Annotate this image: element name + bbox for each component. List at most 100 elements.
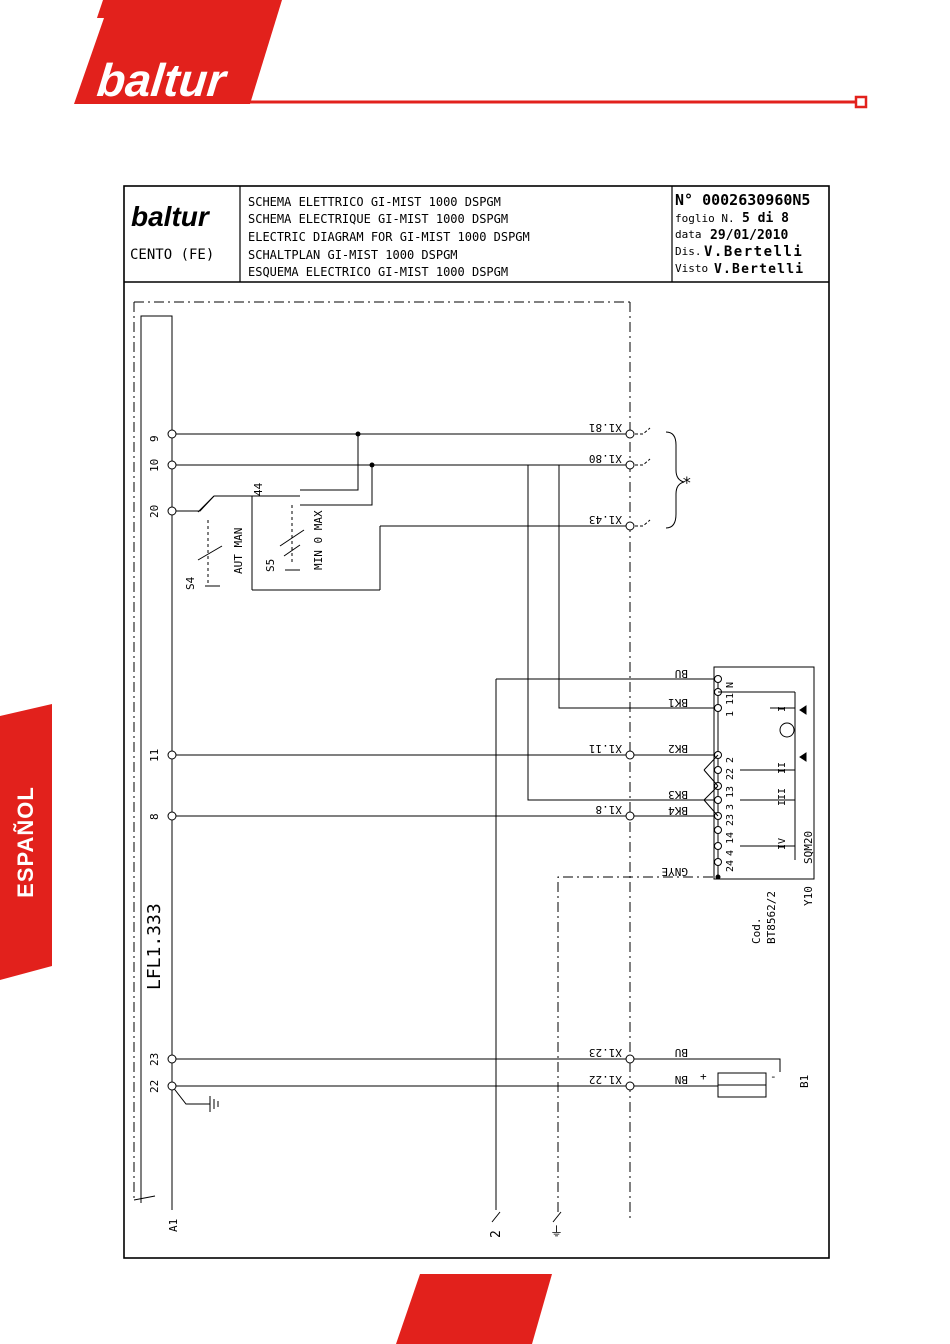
bus-ground-label: ⏚ <box>550 1225 563 1240</box>
title-block-logo: baltur <box>131 201 211 232</box>
node-44: 44 <box>252 482 265 496</box>
title-line-en: ELECTRIC DIAGRAM FOR GI-MIST 1000 DSPGM <box>248 230 530 244</box>
servo-terminal <box>714 675 722 683</box>
wire-label-bk4: BK4 <box>668 804 688 817</box>
terminal-x1-8 <box>625 811 635 821</box>
s4-blade <box>197 495 215 513</box>
title-block-location: CENTO (FE) <box>130 247 214 263</box>
servo-cam-ii: II <box>777 762 788 774</box>
side-tab-background <box>0 704 52 980</box>
x1-label-23: X1.23 <box>589 1046 622 1059</box>
wire-20 <box>172 495 215 512</box>
servo-pin-4-14: 4 14 <box>725 832 736 856</box>
x1-label-11: X1.11 <box>589 742 622 755</box>
wire-bk1 <box>558 465 718 709</box>
terminal-x1-11 <box>625 750 635 760</box>
switch-s4-ref: S4 <box>184 576 197 590</box>
terminal-x1-81 <box>625 429 635 439</box>
sheet-value: 5 di 8 <box>742 211 789 226</box>
terminal-10 <box>167 460 177 470</box>
terminal-circles <box>167 429 635 1091</box>
servo-pin-2: 2 <box>725 757 736 763</box>
schematic <box>133 301 815 1223</box>
bottom-tab <box>396 1274 552 1344</box>
sensor-ref: B1 <box>798 1075 811 1088</box>
bus-2-tick <box>491 1211 501 1223</box>
servo-terminal <box>714 704 722 712</box>
servo-pin-23: 23 <box>725 814 736 826</box>
servomotor-frame <box>713 666 815 880</box>
servo-cam-i: I <box>777 706 788 712</box>
bus-ground-tick <box>552 1211 562 1223</box>
title-line-de: SCHALTPLAN GI-MIST 1000 DSPGM <box>248 248 458 262</box>
switch-s4-label: AUT MAN <box>232 528 245 574</box>
controller-model: LFL1.333 <box>144 903 165 990</box>
terminal-23 <box>167 1054 177 1064</box>
title-line-es: ESQUEMA ELECTRICO GI-MIST 1000 DSPGM <box>248 265 508 279</box>
drawn-label: Dis. <box>675 245 702 258</box>
wire-label-bk2: BK2 <box>668 742 688 755</box>
servo-cam-iii: III <box>777 788 788 806</box>
side-language-tab-label: ESPAÑOL <box>13 786 38 898</box>
schematic-labels: 9 10 20 11 8 23 22 LFL1.333 A1 X1.81 X1.… <box>144 421 815 1240</box>
date-value: 29/01/2010 <box>710 228 788 243</box>
wire-gnye <box>557 876 718 1212</box>
terminal-label-8: 8 <box>148 813 161 820</box>
wire-label-bk1: BK1 <box>668 696 688 709</box>
wire-22-ground <box>171 1085 210 1105</box>
title-block: baltur CENTO (FE) SCHEMA ELETTRICO GI-MI… <box>130 191 810 279</box>
checked-label: Visto <box>675 262 708 275</box>
terminal-label-10: 10 <box>148 459 161 472</box>
servo-code: BT8562/2 <box>765 891 778 944</box>
wire-label-bk3: BK3 <box>668 788 688 801</box>
servo-terminal <box>714 766 722 774</box>
logo-text: baltur <box>95 54 231 106</box>
servo-motor-symbol <box>779 722 795 738</box>
servo-pin-24: 24 <box>725 860 736 872</box>
junction-dot <box>369 462 375 468</box>
drawing-frame <box>123 185 830 1259</box>
checked-value: V.Bertelli <box>714 262 804 277</box>
controller-ref: A1 <box>167 1219 180 1232</box>
side-language-tab[interactable]: ESPAÑOL <box>0 704 52 980</box>
bracket-brace <box>665 431 685 529</box>
switch-s5-ref: S5 <box>264 559 277 572</box>
switch-s5-label: MIN 0 MAX <box>312 510 325 570</box>
bracket-asterisk: * <box>682 473 692 492</box>
terminal-8 <box>167 811 177 821</box>
s5-actuator-b <box>283 544 301 557</box>
ext-switch-43 <box>630 519 651 527</box>
cam-ii-arrow <box>799 752 807 762</box>
title-line-it: SCHEMA ELETTRICO GI-MIST 1000 DSPGM <box>248 195 501 209</box>
page-header: baltur <box>66 0 868 109</box>
wire-label-sensor-bn: BN <box>675 1073 688 1086</box>
servo-pin-3-13: 3 13 <box>725 786 736 810</box>
sensor-minus: - <box>770 1070 777 1083</box>
servo-terminal <box>714 796 722 804</box>
date-label: data <box>675 228 702 241</box>
terminal-9 <box>167 429 177 439</box>
header-rule-end-marker <box>854 95 868 109</box>
controller-dash-foot <box>133 1195 156 1201</box>
terminal-x1-43 <box>625 521 635 531</box>
s5-actuator-a <box>279 529 305 547</box>
junction-dots <box>355 431 721 880</box>
terminal-x1-22 <box>625 1081 635 1091</box>
servo-cam-iv: IV <box>777 838 788 850</box>
s4-actuator <box>197 545 223 561</box>
x1-label-22: X1.22 <box>589 1073 622 1086</box>
ext-switch-81 <box>630 427 651 435</box>
servo-crossover <box>703 754 719 817</box>
servo-pin-22: 22 <box>725 768 736 780</box>
servo-terminal <box>714 826 722 834</box>
x1-label-81: X1.81 <box>589 421 622 434</box>
terminal-x1-80 <box>625 460 635 470</box>
terminal-label-20: 20 <box>148 505 161 518</box>
controller-body <box>140 315 173 1210</box>
terminal-label-22: 22 <box>148 1080 161 1093</box>
sensor-plus: + <box>700 1070 707 1083</box>
drawing-number: N° 0002630960N5 <box>675 191 810 209</box>
wire-x1-23 <box>172 1058 781 1072</box>
wire-bk3 <box>527 465 718 801</box>
